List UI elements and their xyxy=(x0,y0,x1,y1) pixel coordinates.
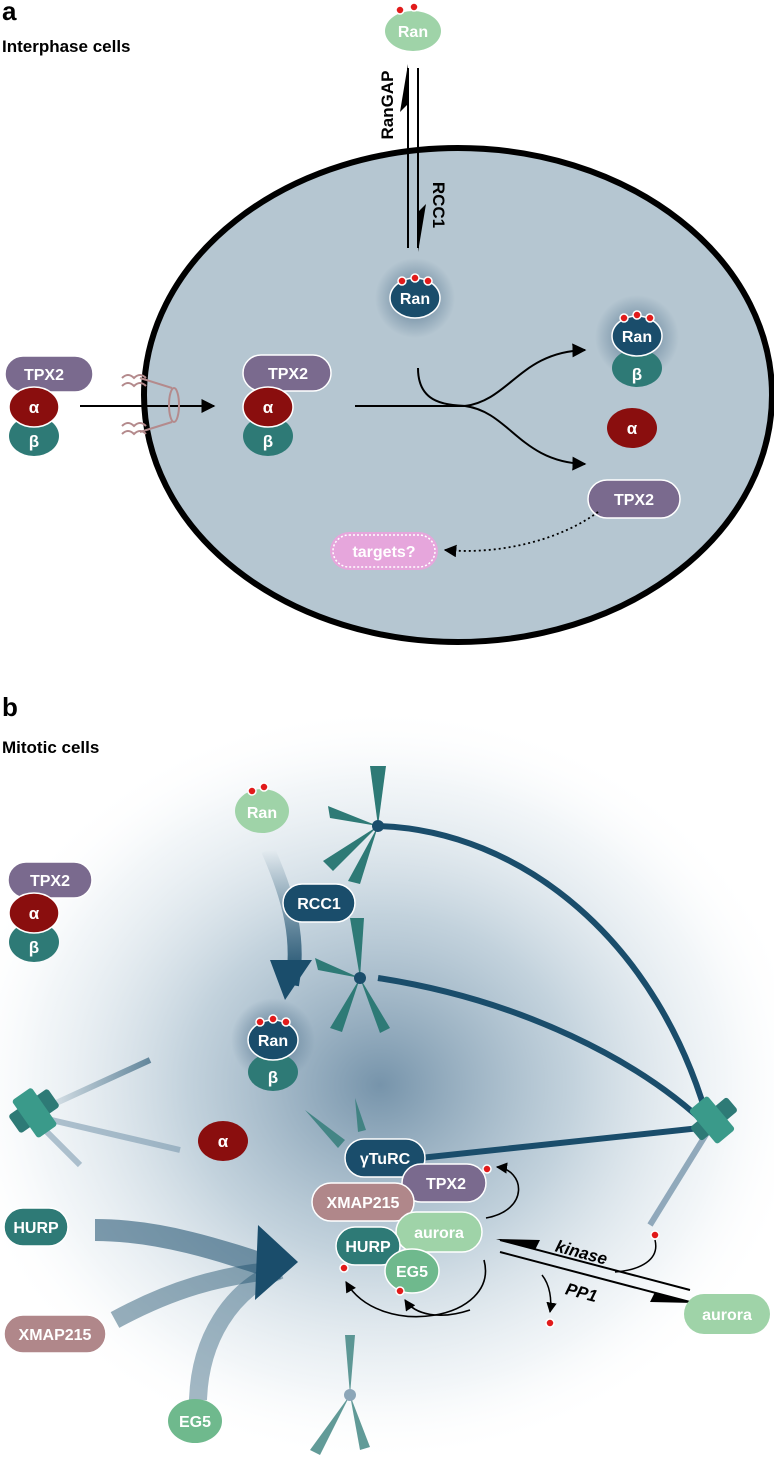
ran-gtp-inside: Ran xyxy=(375,258,455,338)
svg-text:aurora: aurora xyxy=(702,1307,752,1324)
phosphate xyxy=(482,1164,492,1174)
svg-text:Ran: Ran xyxy=(400,291,430,308)
xmap215-node xyxy=(311,1182,415,1222)
phosphate xyxy=(632,310,642,320)
svg-text:γTuRC: γTuRC xyxy=(360,1151,411,1168)
dissociation-arrows xyxy=(355,343,587,471)
panel-a-title: Interphase cells xyxy=(2,37,131,56)
phosphate xyxy=(395,5,405,15)
svg-text:β: β xyxy=(263,432,273,451)
svg-text:Ran: Ran xyxy=(398,24,428,41)
rcc1-node: RCC1 xyxy=(282,883,356,923)
phosphate xyxy=(395,1286,405,1296)
tpx2-tubulin-complex-inside: TPX2 β α xyxy=(242,354,332,456)
phosphate xyxy=(650,1230,660,1240)
tpx2-node xyxy=(401,1163,487,1203)
phosphorylation-arrows xyxy=(345,1162,520,1318)
svg-text:TPX2: TPX2 xyxy=(24,367,64,384)
svg-text:α: α xyxy=(29,904,40,923)
hurp-node xyxy=(335,1226,401,1266)
svg-text:EG5: EG5 xyxy=(179,1414,211,1431)
svg-text:Ran: Ran xyxy=(622,329,652,346)
svg-text:TPX2: TPX2 xyxy=(268,366,308,383)
panel-a: a Interphase cells Ran RanGAP RCC1 Ran xyxy=(2,0,774,645)
phosphate xyxy=(259,782,269,792)
chromosomes xyxy=(305,766,390,1455)
svg-text:β: β xyxy=(29,432,39,451)
svg-text:α: α xyxy=(218,1132,229,1151)
phosphate xyxy=(339,1263,349,1273)
centrosome-right xyxy=(689,1096,737,1144)
svg-text:TPX2: TPX2 xyxy=(614,492,654,509)
phosphate xyxy=(255,1017,265,1027)
svg-text:α: α xyxy=(263,398,274,417)
aurora-node xyxy=(395,1211,483,1253)
svg-text:HURP: HURP xyxy=(345,1239,391,1256)
phosphate xyxy=(545,1318,555,1328)
hurp-free: HURP xyxy=(3,1207,69,1247)
gturc-node xyxy=(344,1138,426,1178)
phosphate xyxy=(281,1017,291,1027)
svg-text:targets?: targets? xyxy=(352,544,415,561)
free-alpha-tubulin-mitotic: α xyxy=(198,1121,248,1161)
free-tpx2: TPX2 xyxy=(587,479,681,519)
panel-b-title: Mitotic cells xyxy=(2,738,99,757)
svg-text:XMAP215: XMAP215 xyxy=(327,1195,400,1212)
eg5-free: EG5 xyxy=(168,1399,222,1443)
tpx2-tubulin-complex-mitotic: TPX2 β α xyxy=(7,861,93,962)
aurora-free: aurora xyxy=(684,1294,770,1334)
svg-text:α: α xyxy=(29,398,40,417)
ran-gdp-outside: Ran xyxy=(385,2,441,51)
eg5-node xyxy=(384,1248,440,1294)
panel-b-letter: b xyxy=(2,692,18,722)
microtubules xyxy=(377,823,713,1161)
targets-node: targets? xyxy=(330,532,438,570)
ran-gdp-mitotic: Ran xyxy=(235,782,289,833)
svg-text:β: β xyxy=(268,1068,278,1087)
svg-text:TPX2: TPX2 xyxy=(30,873,70,890)
ran-beta-complex: β Ran xyxy=(595,295,679,387)
interphase-cell xyxy=(141,145,774,645)
rcc1-label-a: RCC1 xyxy=(429,182,448,228)
phosphate xyxy=(645,313,655,323)
rangap-label: RanGAP xyxy=(378,71,397,140)
centrosome-left xyxy=(9,1057,181,1168)
svg-text:TPX2: TPX2 xyxy=(426,1176,466,1193)
phosphate xyxy=(410,273,420,283)
phosphate xyxy=(268,1014,278,1024)
svg-text:XMAP215: XMAP215 xyxy=(19,1327,92,1344)
svg-text:EG5: EG5 xyxy=(396,1264,428,1281)
svg-text:β: β xyxy=(29,938,39,957)
phosphate xyxy=(619,313,629,323)
svg-text:Ran: Ran xyxy=(247,805,277,822)
nucleation-complex: γTuRC TPX2 XMAP215 aurora HURP EG5 xyxy=(311,1138,492,1296)
phosphate xyxy=(397,276,407,286)
svg-text:aurora: aurora xyxy=(414,1225,464,1242)
phosphate xyxy=(423,276,433,286)
svg-text:Ran: Ran xyxy=(258,1033,288,1050)
free-alpha-tubulin: α xyxy=(607,408,657,448)
svg-text:RCC1: RCC1 xyxy=(297,896,341,913)
recruitment-arrows xyxy=(94,1219,298,1401)
svg-text:HURP: HURP xyxy=(13,1220,59,1237)
phosphate xyxy=(247,786,257,796)
tpx2-tubulin-complex-outside: TPX2 β α xyxy=(4,355,94,456)
phosphate xyxy=(409,2,419,12)
svg-text:α: α xyxy=(627,419,638,438)
spindle-gradient xyxy=(0,705,774,1465)
xmap215-free: XMAP215 xyxy=(3,1314,107,1354)
ran-beta-complex-mitotic: β Ran xyxy=(231,998,315,1091)
panel-a-letter: a xyxy=(2,0,17,26)
panel-b: b Mitotic cells xyxy=(0,692,774,1465)
nuclear-pore xyxy=(121,374,180,436)
svg-text:β: β xyxy=(632,365,642,384)
